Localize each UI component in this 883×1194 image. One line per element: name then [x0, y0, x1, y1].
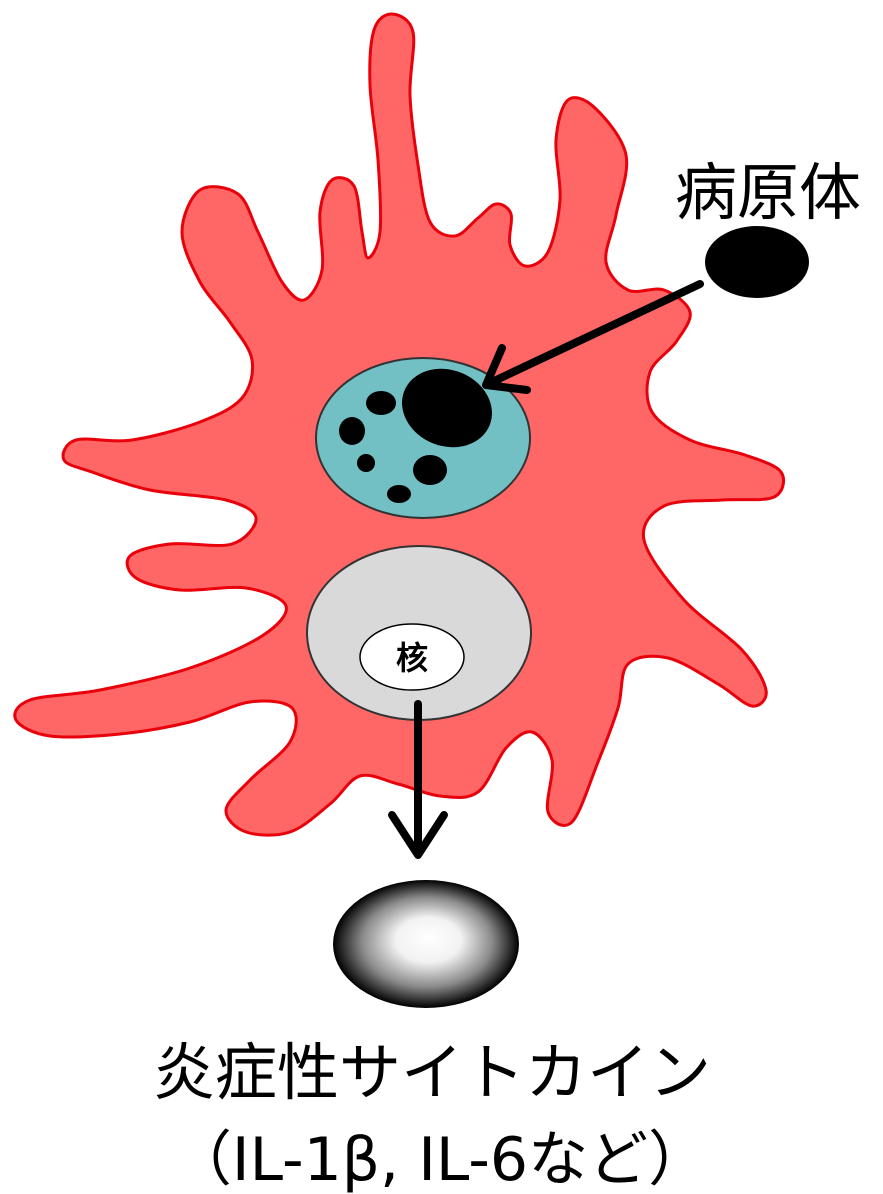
pathogen-fragment: [387, 485, 411, 503]
pathogen-fragment: [413, 455, 447, 485]
pathogen: [705, 226, 809, 298]
pathogen-fragment: [339, 417, 365, 445]
cytokine: [333, 880, 519, 1008]
nucleus-region: 核: [307, 546, 531, 720]
pathogen-fragment: [357, 454, 375, 472]
pathogen-label: 病原体: [675, 156, 861, 229]
nucleus-label: 核: [396, 639, 428, 677]
cytokine-label: 炎症性サイトカイン: [153, 1036, 711, 1109]
cytokine-examples-label: （IL-1β, IL-6など）: [172, 1125, 708, 1194]
pathogen-fragment: [366, 391, 396, 415]
